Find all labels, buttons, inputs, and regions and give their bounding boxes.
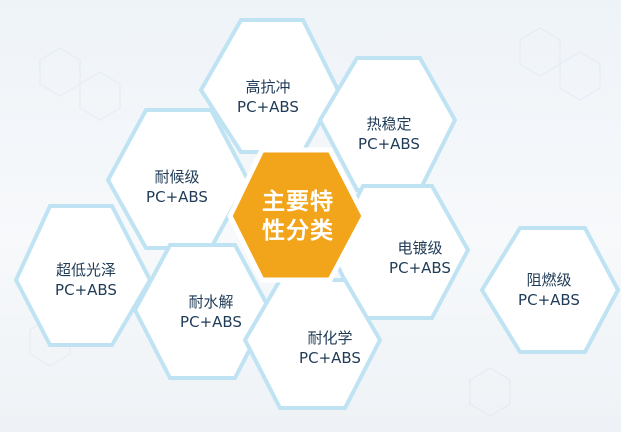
center-title: 主要特 性分类 bbox=[262, 188, 334, 246]
hexagon-center bbox=[227, 147, 367, 283]
hexagon-flame-retardant bbox=[479, 226, 621, 354]
hexagon-ultra-low-gloss bbox=[13, 204, 153, 347]
center-title-line1: 主要特 bbox=[262, 189, 334, 215]
center-title-line2: 性分类 bbox=[262, 218, 334, 244]
hexagon-hydrolysis-resistant bbox=[132, 243, 273, 380]
hexagon-chemical-resistant bbox=[242, 278, 383, 410]
